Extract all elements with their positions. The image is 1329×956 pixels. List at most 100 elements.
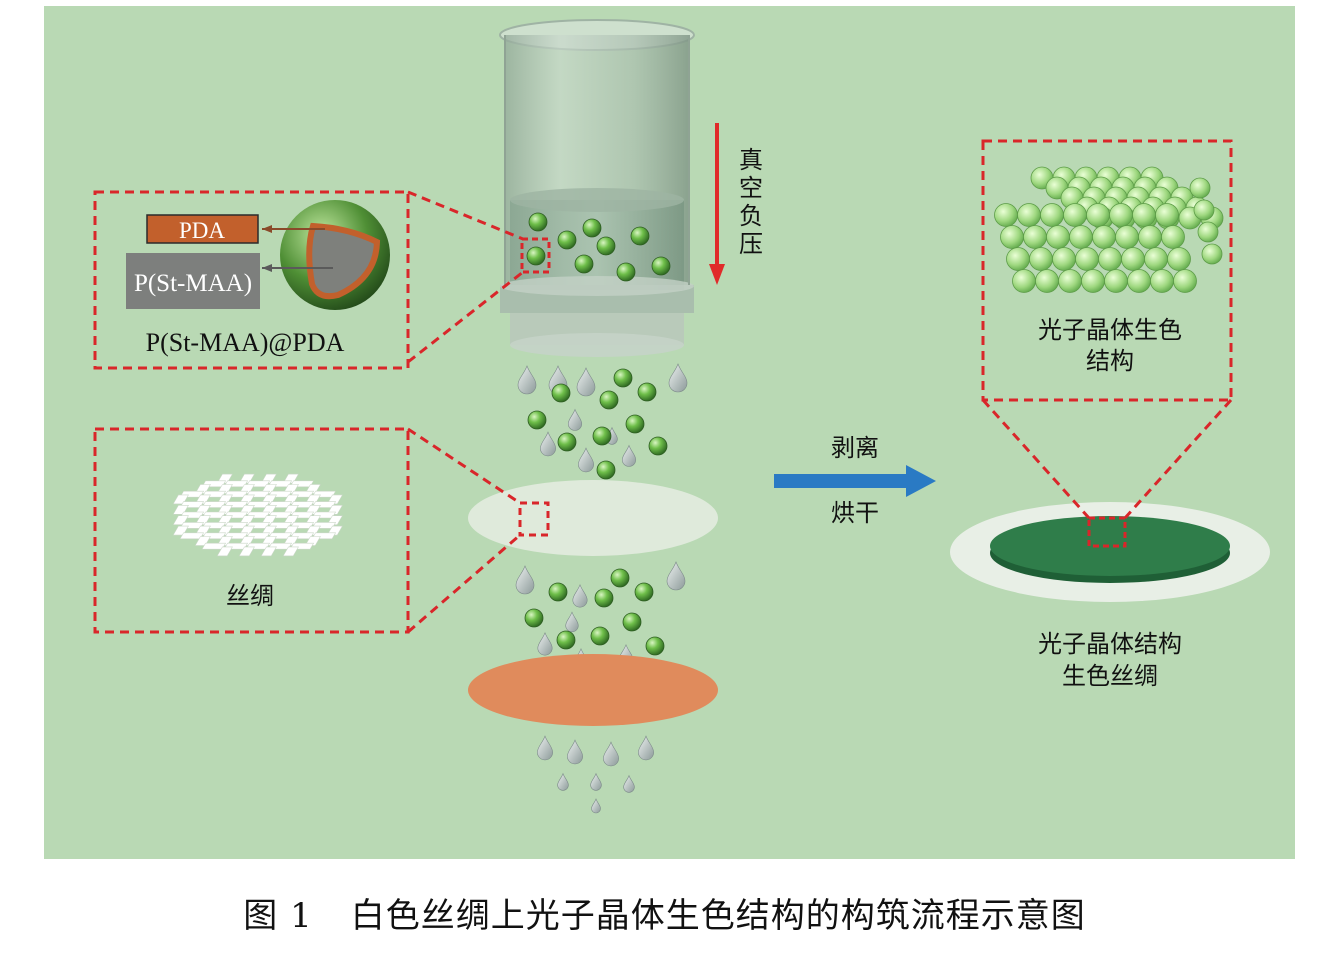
particle-sphere [634, 582, 654, 602]
silk-thread-tile [172, 525, 189, 536]
crystal-sphere [1115, 225, 1139, 249]
inset-connector-top [407, 190, 524, 241]
pda-label: PDA [179, 218, 225, 243]
particle-sphere [548, 582, 568, 602]
water-droplet [603, 741, 619, 767]
silk-connector-top [407, 427, 521, 505]
particle-sphere [557, 432, 577, 452]
core-pointer-head [262, 264, 272, 272]
crystal-sphere [1121, 247, 1145, 271]
particle-sphere [590, 626, 610, 646]
silk-weave-illustration [172, 473, 343, 557]
process-arrow-head [906, 465, 936, 497]
bottom-droplets [537, 735, 654, 814]
vacuum-char-1: 真 [739, 146, 763, 174]
filter-disc [468, 654, 718, 726]
crystal-sphere [1052, 247, 1076, 271]
pda-label-box [146, 214, 259, 244]
particle-sphere [594, 588, 614, 608]
particle-sphere [599, 390, 619, 410]
silk-thread-tile [238, 546, 255, 557]
silk-thread-tile [172, 504, 189, 515]
crystal-lattice-illustration [994, 166, 1224, 293]
water-droplet [621, 444, 637, 467]
figure-number: 图 1 [243, 896, 313, 936]
vacuum-char-2: 空 [739, 174, 763, 202]
figure-caption: 图 1 白色丝绸上光子晶体生色结构的构筑流程示意图 [0, 888, 1329, 937]
particle-sphere [527, 410, 547, 430]
crystal-sphere [1167, 247, 1191, 271]
crystal-sphere [1173, 269, 1197, 293]
particle-sphere [528, 212, 548, 232]
figure-title: 白色丝绸上光子晶体生色结构的构筑流程示意图 [350, 896, 1086, 936]
crystal-sphere [1109, 203, 1133, 227]
crystal-sphere [1144, 247, 1168, 271]
structure-label-line-1: 光子晶体生色 [1038, 316, 1182, 344]
vacuum-char-4: 压 [739, 230, 763, 258]
particle-sphere [637, 382, 657, 402]
water-droplet [590, 772, 602, 791]
filtration-tube [499, 19, 695, 357]
core-shell-particle [280, 200, 390, 310]
crystal-sphere [1012, 269, 1036, 293]
water-droplet [515, 565, 535, 595]
crystal-sphere [1081, 269, 1105, 293]
crystal-sphere [1092, 225, 1116, 249]
silk-label: 丝绸 [226, 582, 274, 610]
water-droplet [576, 367, 596, 397]
product-label-line-1: 光子晶体结构 [1038, 630, 1182, 658]
crystal-sphere [1040, 203, 1064, 227]
water-droplet [638, 735, 654, 761]
particle-sphere [524, 608, 544, 628]
particle-sphere [625, 414, 645, 434]
silk-thread-tile [282, 546, 299, 557]
crystal-sphere [1023, 225, 1047, 249]
crystal-sphere [1046, 225, 1070, 249]
particle-sphere [645, 636, 665, 656]
silk-zoom-marker [518, 501, 550, 537]
crystal-sphere [1104, 269, 1128, 293]
pda-pointer-head [262, 225, 272, 233]
crystal-sphere [1075, 247, 1099, 271]
silk-thread-tile [172, 494, 189, 505]
product-disc [990, 516, 1230, 576]
crystal-sphere [1069, 225, 1093, 249]
crystal-sphere [1201, 243, 1223, 265]
particle-sphere [557, 230, 577, 250]
water-droplet [537, 735, 553, 761]
particle-sphere [526, 246, 546, 266]
water-droplet [517, 365, 537, 395]
particle-sphere [616, 262, 636, 282]
silk-thread-tile [260, 546, 277, 557]
crystal-sphere [1063, 203, 1087, 227]
vacuum-arrow-head [709, 264, 725, 285]
particle-inset-box [93, 190, 410, 370]
particle-sphere [596, 236, 616, 256]
silk-thread-tile [201, 542, 227, 550]
silk-thread-tile [172, 515, 189, 526]
water-droplet [591, 798, 601, 814]
crystal-sphere [1000, 225, 1024, 249]
silk-connector-bottom [407, 533, 521, 634]
crystal-sphere [1161, 225, 1185, 249]
crystal-sphere [1058, 269, 1082, 293]
crystal-connector-right [1123, 398, 1233, 520]
vacuum-label: 真 空 负 压 [739, 146, 763, 258]
crystal-sphere [1150, 269, 1174, 293]
silk-thread-tile [179, 532, 205, 540]
particle-sphere [610, 568, 630, 588]
particle-sphere [622, 612, 642, 632]
water-droplet [537, 631, 553, 656]
water-droplet [578, 447, 594, 473]
crystal-sphere [1132, 203, 1156, 227]
core-label-box [126, 253, 260, 309]
crystal-sphere [1155, 203, 1179, 227]
particle-sphere [551, 383, 571, 403]
water-droplet [565, 611, 579, 633]
silk-thread-tile [194, 536, 211, 546]
water-droplet [666, 561, 686, 591]
silk-disc [468, 480, 718, 556]
peel-label: 剥离 [831, 434, 879, 462]
particle-label: P(St-MAA)@PDA [146, 328, 345, 357]
